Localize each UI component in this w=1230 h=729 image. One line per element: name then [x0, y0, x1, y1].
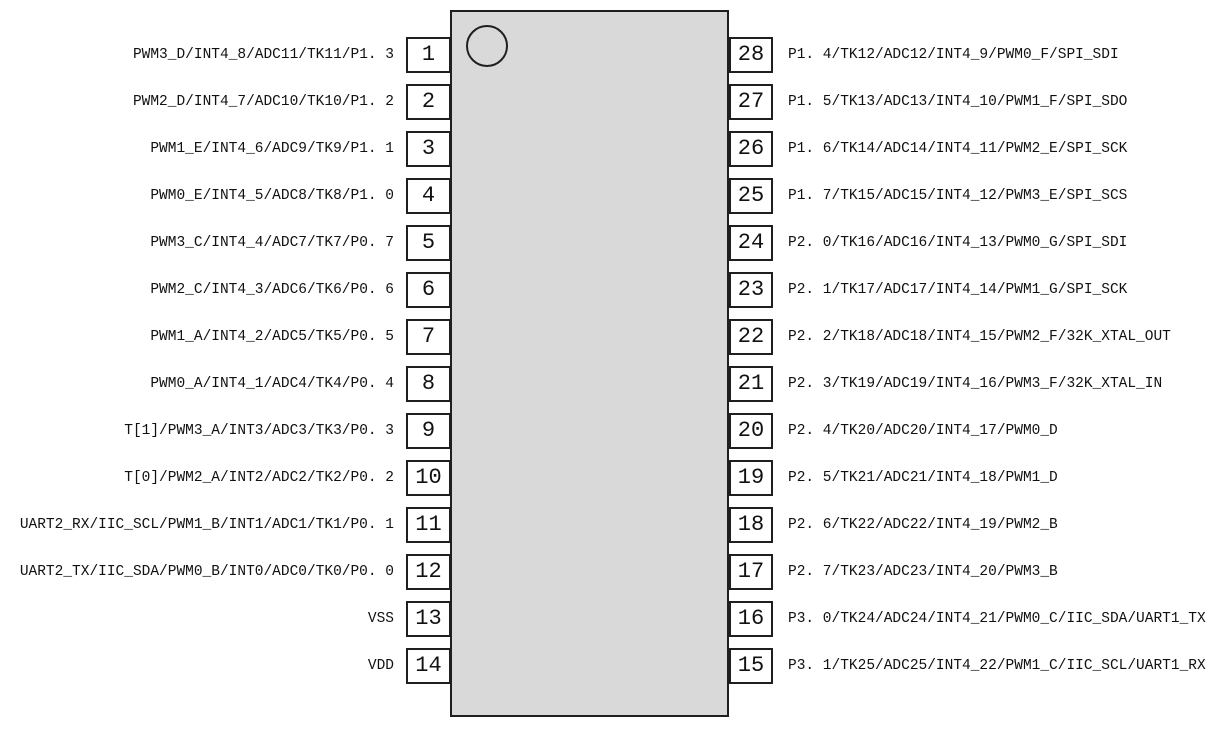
- pin-number-box: 24: [729, 225, 773, 261]
- pin-label: PWM3_D/INT4_8/ADC11/TK11/P1. 3: [132, 46, 394, 63]
- pin-row-left-7: PWM1_A/INT4_2/ADC5/TK5/P0. 5 7: [0, 319, 451, 355]
- pin-number-box: 2: [406, 84, 451, 120]
- pin-row-left-1: PWM3_D/INT4_8/ADC11/TK11/P1. 3 1: [0, 37, 451, 73]
- pin-number-box: 21: [729, 366, 773, 402]
- pin-label: PWM0_E/INT4_5/ADC8/TK8/P1. 0: [150, 187, 394, 204]
- pin-number-box: 15: [729, 648, 773, 684]
- pin-number-box: 25: [729, 178, 773, 214]
- pin-number-box: 20: [729, 413, 773, 449]
- pin-label: P2. 2/TK18/ADC18/INT4_15/PWM2_F/32K_XTAL…: [788, 328, 1171, 345]
- pin-number-box: 26: [729, 131, 773, 167]
- pin-number-box: 23: [729, 272, 773, 308]
- pin-row-right-28: 28 P1. 4/TK12/ADC12/INT4_9/PWM0_F/SPI_SD…: [729, 37, 1230, 73]
- pin-number-box: 12: [406, 554, 451, 590]
- pin-row-right-26: 26 P1. 6/TK14/ADC14/INT4_11/PWM2_E/SPI_S…: [729, 131, 1230, 167]
- pin-label: P2. 3/TK19/ADC19/INT4_16/PWM3_F/32K_XTAL…: [788, 375, 1163, 392]
- pin-label: PWM2_C/INT4_3/ADC6/TK6/P0. 6: [150, 281, 394, 298]
- pin-row-right-27: 27 P1. 5/TK13/ADC13/INT4_10/PWM1_F/SPI_S…: [729, 84, 1230, 120]
- pin-label: P2. 7/TK23/ADC23/INT4_20/PWM3_B: [788, 563, 1058, 580]
- pin-number-box: 17: [729, 554, 773, 590]
- pin-row-right-17: 17 P2. 7/TK23/ADC23/INT4_20/PWM3_B: [729, 554, 1230, 590]
- pin-number-box: 10: [406, 460, 451, 496]
- pin1-indicator-icon: [466, 25, 508, 67]
- pin-row-left-6: PWM2_C/INT4_3/ADC6/TK6/P0. 6 6: [0, 272, 451, 308]
- pin-number-box: 6: [406, 272, 451, 308]
- pin-label: PWM2_D/INT4_7/ADC10/TK10/P1. 2: [132, 93, 394, 110]
- pin-label: VDD: [367, 657, 394, 674]
- pin-row-left-12: UART2_TX/IIC_SDA/PWM0_B/INT0/ADC0/TK0/P0…: [0, 554, 451, 590]
- pin-label: PWM1_E/INT4_6/ADC9/TK9/P1. 1: [150, 140, 394, 157]
- pin-row-left-4: PWM0_E/INT4_5/ADC8/TK8/P1. 0 4: [0, 178, 451, 214]
- pin-label: P2. 1/TK17/ADC17/INT4_14/PWM1_G/SPI_SCK: [788, 281, 1128, 298]
- pin-row-left-3: PWM1_E/INT4_6/ADC9/TK9/P1. 1 3: [0, 131, 451, 167]
- pin-row-right-22: 22 P2. 2/TK18/ADC18/INT4_15/PWM2_F/32K_X…: [729, 319, 1230, 355]
- pin-label: PWM3_C/INT4_4/ADC7/TK7/P0. 7: [150, 234, 394, 251]
- pin-label: P1. 5/TK13/ADC13/INT4_10/PWM1_F/SPI_SDO: [788, 93, 1128, 110]
- pin-label: P2. 4/TK20/ADC20/INT4_17/PWM0_D: [788, 422, 1058, 439]
- pin-row-left-5: PWM3_C/INT4_4/ADC7/TK7/P0. 7 5: [0, 225, 451, 261]
- pin-row-right-24: 24 P2. 0/TK16/ADC16/INT4_13/PWM0_G/SPI_S…: [729, 225, 1230, 261]
- pin-row-left-8: PWM0_A/INT4_1/ADC4/TK4/P0. 4 8: [0, 366, 451, 402]
- pin-row-right-19: 19 P2. 5/TK21/ADC21/INT4_18/PWM1_D: [729, 460, 1230, 496]
- pin-row-right-23: 23 P2. 1/TK17/ADC17/INT4_14/PWM1_G/SPI_S…: [729, 272, 1230, 308]
- pin-number-box: 27: [729, 84, 773, 120]
- pin-label: P3. 1/TK25/ADC25/INT4_22/PWM1_C/IIC_SCL/…: [788, 657, 1206, 674]
- pin-row-left-11: UART2_RX/IIC_SCL/PWM1_B/INT1/ADC1/TK1/P0…: [0, 507, 451, 543]
- pin-number-box: 22: [729, 319, 773, 355]
- chip-body: [450, 10, 729, 717]
- pin-number-box: 14: [406, 648, 451, 684]
- pin-number-box: 5: [406, 225, 451, 261]
- pin-number-box: 13: [406, 601, 451, 637]
- pin-row-left-9: T[1]/PWM3_A/INT3/ADC3/TK3/P0. 3 9: [0, 413, 451, 449]
- pin-label: UART2_TX/IIC_SDA/PWM0_B/INT0/ADC0/TK0/P0…: [19, 563, 394, 580]
- pin-label: P2. 6/TK22/ADC22/INT4_19/PWM2_B: [788, 516, 1058, 533]
- pin-row-right-15: 15 P3. 1/TK25/ADC25/INT4_22/PWM1_C/IIC_S…: [729, 648, 1230, 684]
- pin-number-box: 19: [729, 460, 773, 496]
- pin-number-box: 18: [729, 507, 773, 543]
- pin-row-left-13: VSS 13: [0, 601, 451, 637]
- pin-label: UART2_RX/IIC_SCL/PWM1_B/INT1/ADC1/TK1/P0…: [19, 516, 394, 533]
- pin-row-right-25: 25 P1. 7/TK15/ADC15/INT4_12/PWM3_E/SPI_S…: [729, 178, 1230, 214]
- pin-label: P2. 0/TK16/ADC16/INT4_13/PWM0_G/SPI_SDI: [788, 234, 1128, 251]
- pin-label: P1. 4/TK12/ADC12/INT4_9/PWM0_F/SPI_SDI: [788, 46, 1119, 63]
- pin-number-box: 11: [406, 507, 451, 543]
- pin-number-box: 28: [729, 37, 773, 73]
- pin-label: PWM0_A/INT4_1/ADC4/TK4/P0. 4: [150, 375, 394, 392]
- pin-label: PWM1_A/INT4_2/ADC5/TK5/P0. 5: [150, 328, 394, 345]
- pin-label: T[1]/PWM3_A/INT3/ADC3/TK3/P0. 3: [124, 422, 394, 439]
- pin-label: VSS: [367, 610, 394, 627]
- pin-number-box: 16: [729, 601, 773, 637]
- pin-number-box: 8: [406, 366, 451, 402]
- pin-number-box: 9: [406, 413, 451, 449]
- pin-label: P2. 5/TK21/ADC21/INT4_18/PWM1_D: [788, 469, 1058, 486]
- pin-number-box: 3: [406, 131, 451, 167]
- pin-label: P3. 0/TK24/ADC24/INT4_21/PWM0_C/IIC_SDA/…: [788, 610, 1206, 627]
- pin-label: T[0]/PWM2_A/INT2/ADC2/TK2/P0. 2: [124, 469, 394, 486]
- pin-label: P1. 6/TK14/ADC14/INT4_11/PWM2_E/SPI_SCK: [788, 140, 1128, 157]
- pin-number-box: 1: [406, 37, 451, 73]
- pin-row-right-20: 20 P2. 4/TK20/ADC20/INT4_17/PWM0_D: [729, 413, 1230, 449]
- pin-number-box: 4: [406, 178, 451, 214]
- pin-label: P1. 7/TK15/ADC15/INT4_12/PWM3_E/SPI_SCS: [788, 187, 1128, 204]
- pin-row-left-2: PWM2_D/INT4_7/ADC10/TK10/P1. 2 2: [0, 84, 451, 120]
- pin-row-left-14: VDD 14: [0, 648, 451, 684]
- pin-row-right-16: 16 P3. 0/TK24/ADC24/INT4_21/PWM0_C/IIC_S…: [729, 601, 1230, 637]
- pin-row-left-10: T[0]/PWM2_A/INT2/ADC2/TK2/P0. 2 10: [0, 460, 451, 496]
- pin-row-right-21: 21 P2. 3/TK19/ADC19/INT4_16/PWM3_F/32K_X…: [729, 366, 1230, 402]
- pin-row-right-18: 18 P2. 6/TK22/ADC22/INT4_19/PWM2_B: [729, 507, 1230, 543]
- pin-number-box: 7: [406, 319, 451, 355]
